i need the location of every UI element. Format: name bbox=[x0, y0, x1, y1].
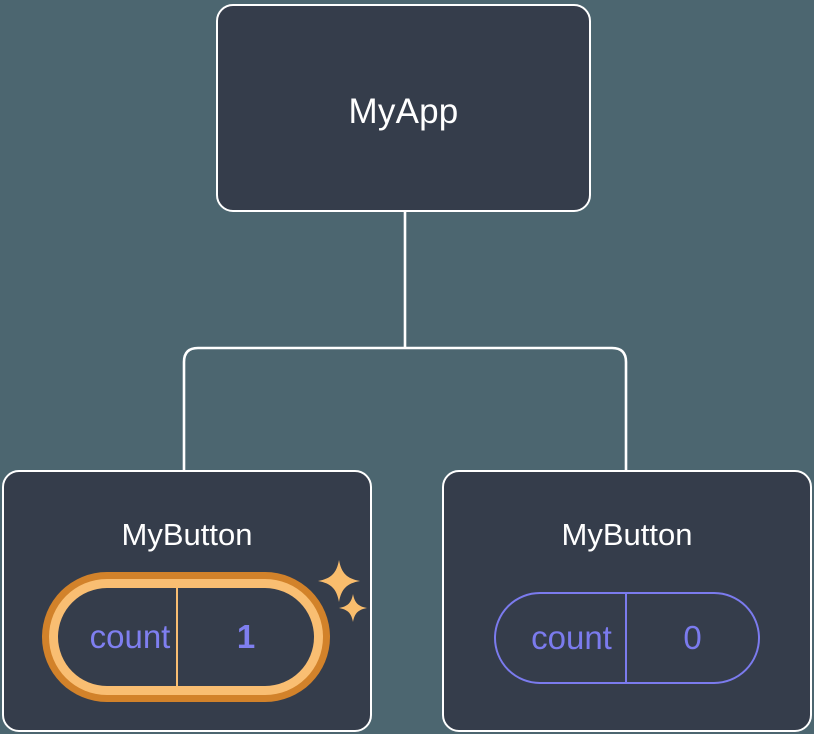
state-pill-value: 0 bbox=[625, 594, 758, 682]
node-mybutton-left-label: MyButton bbox=[121, 517, 253, 552]
state-pill-key: count bbox=[531, 619, 612, 656]
node-myapp-label: MyApp bbox=[348, 92, 459, 131]
state-pill-body: count 1 bbox=[58, 588, 314, 686]
node-mybutton-right-label: MyButton bbox=[561, 517, 693, 552]
state-pill-value: 1 bbox=[176, 588, 314, 686]
state-pill-key: count bbox=[89, 618, 171, 655]
state-pill-count-highlighted[interactable]: count 1 bbox=[42, 572, 330, 702]
state-pill-count-plain[interactable]: count 0 bbox=[494, 592, 760, 684]
node-myapp[interactable]: MyApp bbox=[216, 4, 591, 212]
state-pill-inner-ring: count 1 bbox=[49, 579, 323, 695]
